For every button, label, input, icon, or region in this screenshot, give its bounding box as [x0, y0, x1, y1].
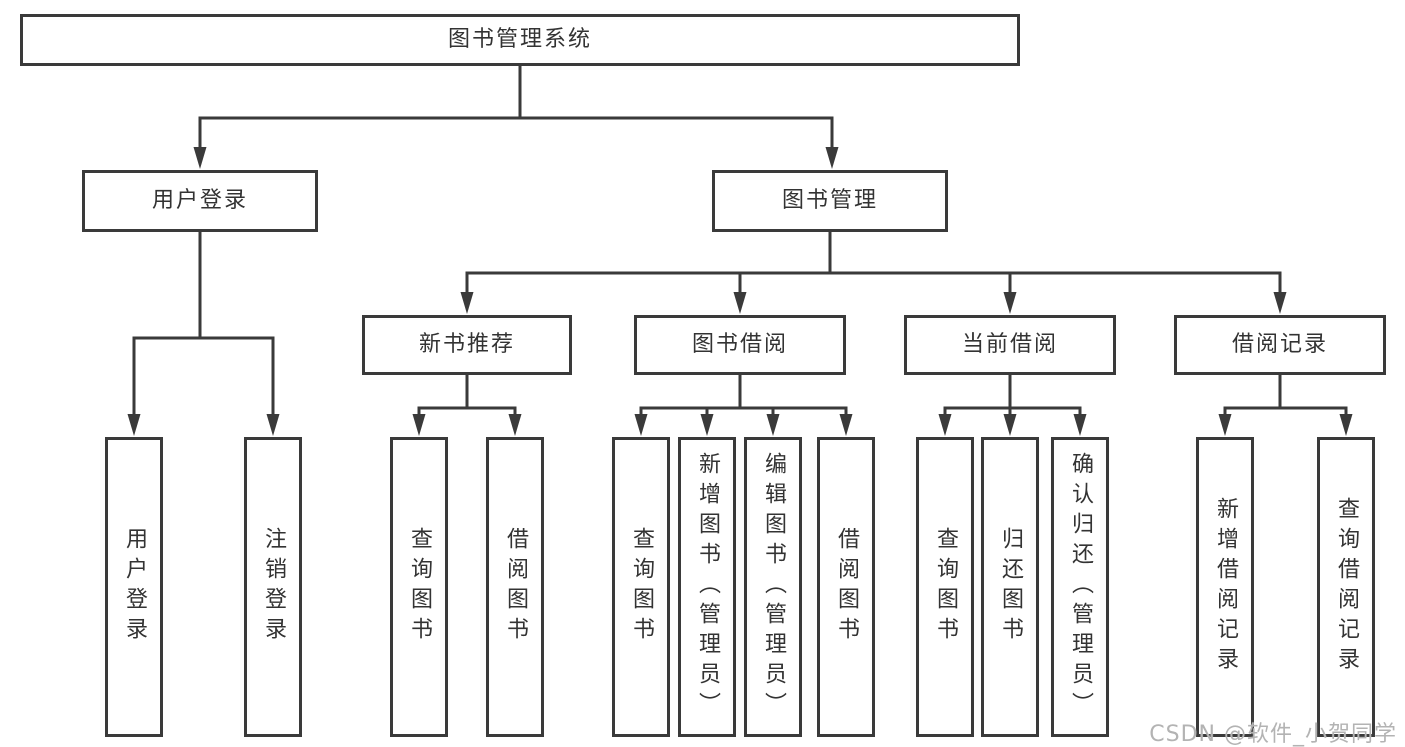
leaf-label: 用户登录	[122, 527, 147, 647]
csdn-watermark: CSDN @软件_小贺同学	[1149, 722, 1397, 747]
leaf-label: 查询图书	[407, 527, 432, 647]
node-book-borrowing: 图书借阅	[634, 315, 846, 375]
arrowhead-icon	[508, 414, 522, 436]
leaf-label: 查询图书	[629, 527, 654, 647]
node-borrowing-records: 借阅记录	[1174, 315, 1386, 375]
leaf-confirm-return-admin: 确认归还（管理员）	[1051, 437, 1109, 737]
leaf-query-books: 查询图书	[390, 437, 448, 737]
node-label: 用户登录	[151, 188, 248, 213]
arrowhead-icon	[1218, 414, 1232, 436]
node-user-login: 用户登录	[82, 170, 318, 232]
arrowhead-icon	[825, 147, 839, 169]
leaf-user-login: 用户登录	[105, 437, 163, 737]
leaf-borrow-books: 借阅图书	[817, 437, 875, 737]
leaf-query-books: 查询图书	[612, 437, 670, 737]
node-label: 图书借阅	[691, 332, 788, 357]
arrowhead-icon	[839, 414, 853, 436]
leaf-add-books-admin: 新增图书（管理员）	[678, 437, 736, 737]
arrowhead-icon	[634, 414, 648, 436]
leaf-logout: 注销登录	[244, 437, 302, 737]
arrowhead-icon	[266, 414, 280, 436]
node-current-borrowing: 当前借阅	[904, 315, 1116, 375]
arrowhead-icon	[1339, 414, 1353, 436]
leaf-label: 借阅图书	[503, 527, 528, 647]
node-label: 新书推荐	[418, 332, 515, 357]
arrowhead-icon	[733, 292, 747, 314]
arrowhead-icon	[700, 414, 714, 436]
leaf-label: 新增借阅记录	[1213, 497, 1238, 677]
leaf-label: 借阅图书	[834, 527, 859, 647]
node-label: 当前借阅	[961, 332, 1058, 357]
arrowheads	[127, 147, 1353, 436]
leaf-label: 新增图书（管理员）	[695, 452, 720, 722]
node-library-system: 图书管理系统	[20, 14, 1020, 66]
arrowhead-icon	[1003, 292, 1017, 314]
node-book-management: 图书管理	[712, 170, 948, 232]
leaf-label: 注销登录	[261, 527, 286, 647]
leaf-edit-books-admin: 编辑图书（管理员）	[744, 437, 802, 737]
node-label: 借阅记录	[1231, 332, 1328, 357]
leaf-query-books: 查询图书	[916, 437, 974, 737]
arrowhead-icon	[1073, 414, 1087, 436]
node-new-book-recommendation: 新书推荐	[362, 315, 572, 375]
leaf-label: 确认归还（管理员）	[1068, 452, 1093, 722]
leaf-query-borrow-record: 查询借阅记录	[1317, 437, 1375, 737]
arrowhead-icon	[127, 414, 141, 436]
arrowhead-icon	[1273, 292, 1287, 314]
arrowhead-icon	[766, 414, 780, 436]
arrowhead-icon	[193, 147, 207, 169]
arrowhead-icon	[460, 292, 474, 314]
leaf-label: 归还图书	[998, 527, 1023, 647]
leaf-label: 查询图书	[933, 527, 958, 647]
leaf-label: 编辑图书（管理员）	[761, 452, 786, 722]
leaf-add-borrow-record: 新增借阅记录	[1196, 437, 1254, 737]
arrowhead-icon	[1003, 414, 1017, 436]
arrowhead-icon	[938, 414, 952, 436]
leaf-label: 查询借阅记录	[1334, 497, 1359, 677]
node-label: 图书管理	[781, 188, 878, 213]
arrowhead-icon	[412, 414, 426, 436]
leaf-borrow-books: 借阅图书	[486, 437, 544, 737]
leaf-return-books: 归还图书	[981, 437, 1039, 737]
node-label: 图书管理系统	[447, 27, 592, 52]
